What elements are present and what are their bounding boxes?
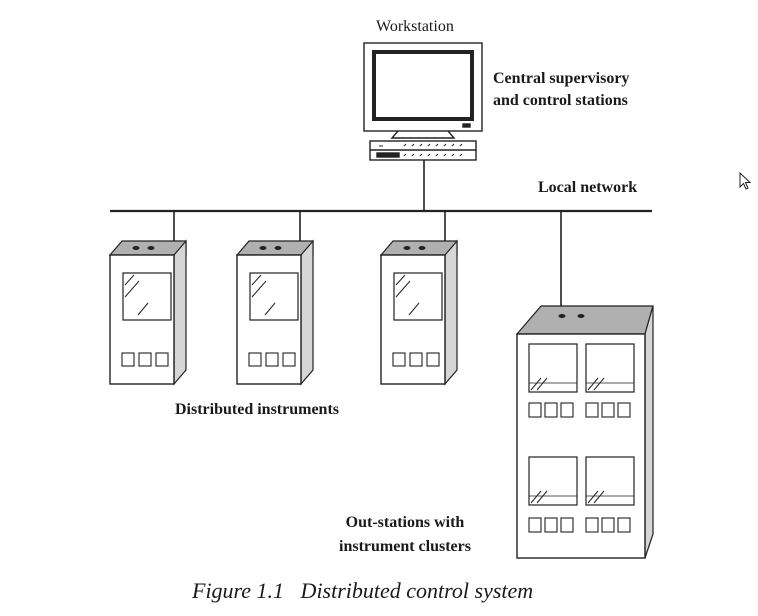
outstations-label-line1: Out-stations with [345,514,465,531]
monitor-button [462,123,471,128]
central-stations-label: Central supervisory and control stations [493,68,629,112]
monitor-housing [363,42,483,132]
central-label-line2: and control stations [493,92,628,109]
distributed-instrument-2 [236,240,314,385]
outstation-cabinet [515,305,654,559]
distributed-instruments-label: Distributed instruments [175,401,340,418]
figure-caption: Figure 1.1 Distributed control system [192,578,534,603]
outstations-label: Out-stations with instrument clusters [339,511,471,559]
keyboard-keys [379,143,463,157]
workstation-label: Workstation [376,18,454,35]
central-label-line1: Central supervisory [493,70,630,87]
local-network-label: Local network [538,179,638,196]
mouse-pointer-icon [739,172,752,190]
distributed-instrument-1 [109,240,187,385]
workstation-computer [363,42,483,161]
distributed-instrument-3 [380,240,458,385]
monitor-stand [390,130,456,139]
outstations-label-line2: instrument clusters [339,538,471,555]
keyboard-key-left [376,152,400,158]
monitor-screen [372,50,474,121]
local-network [110,160,652,306]
